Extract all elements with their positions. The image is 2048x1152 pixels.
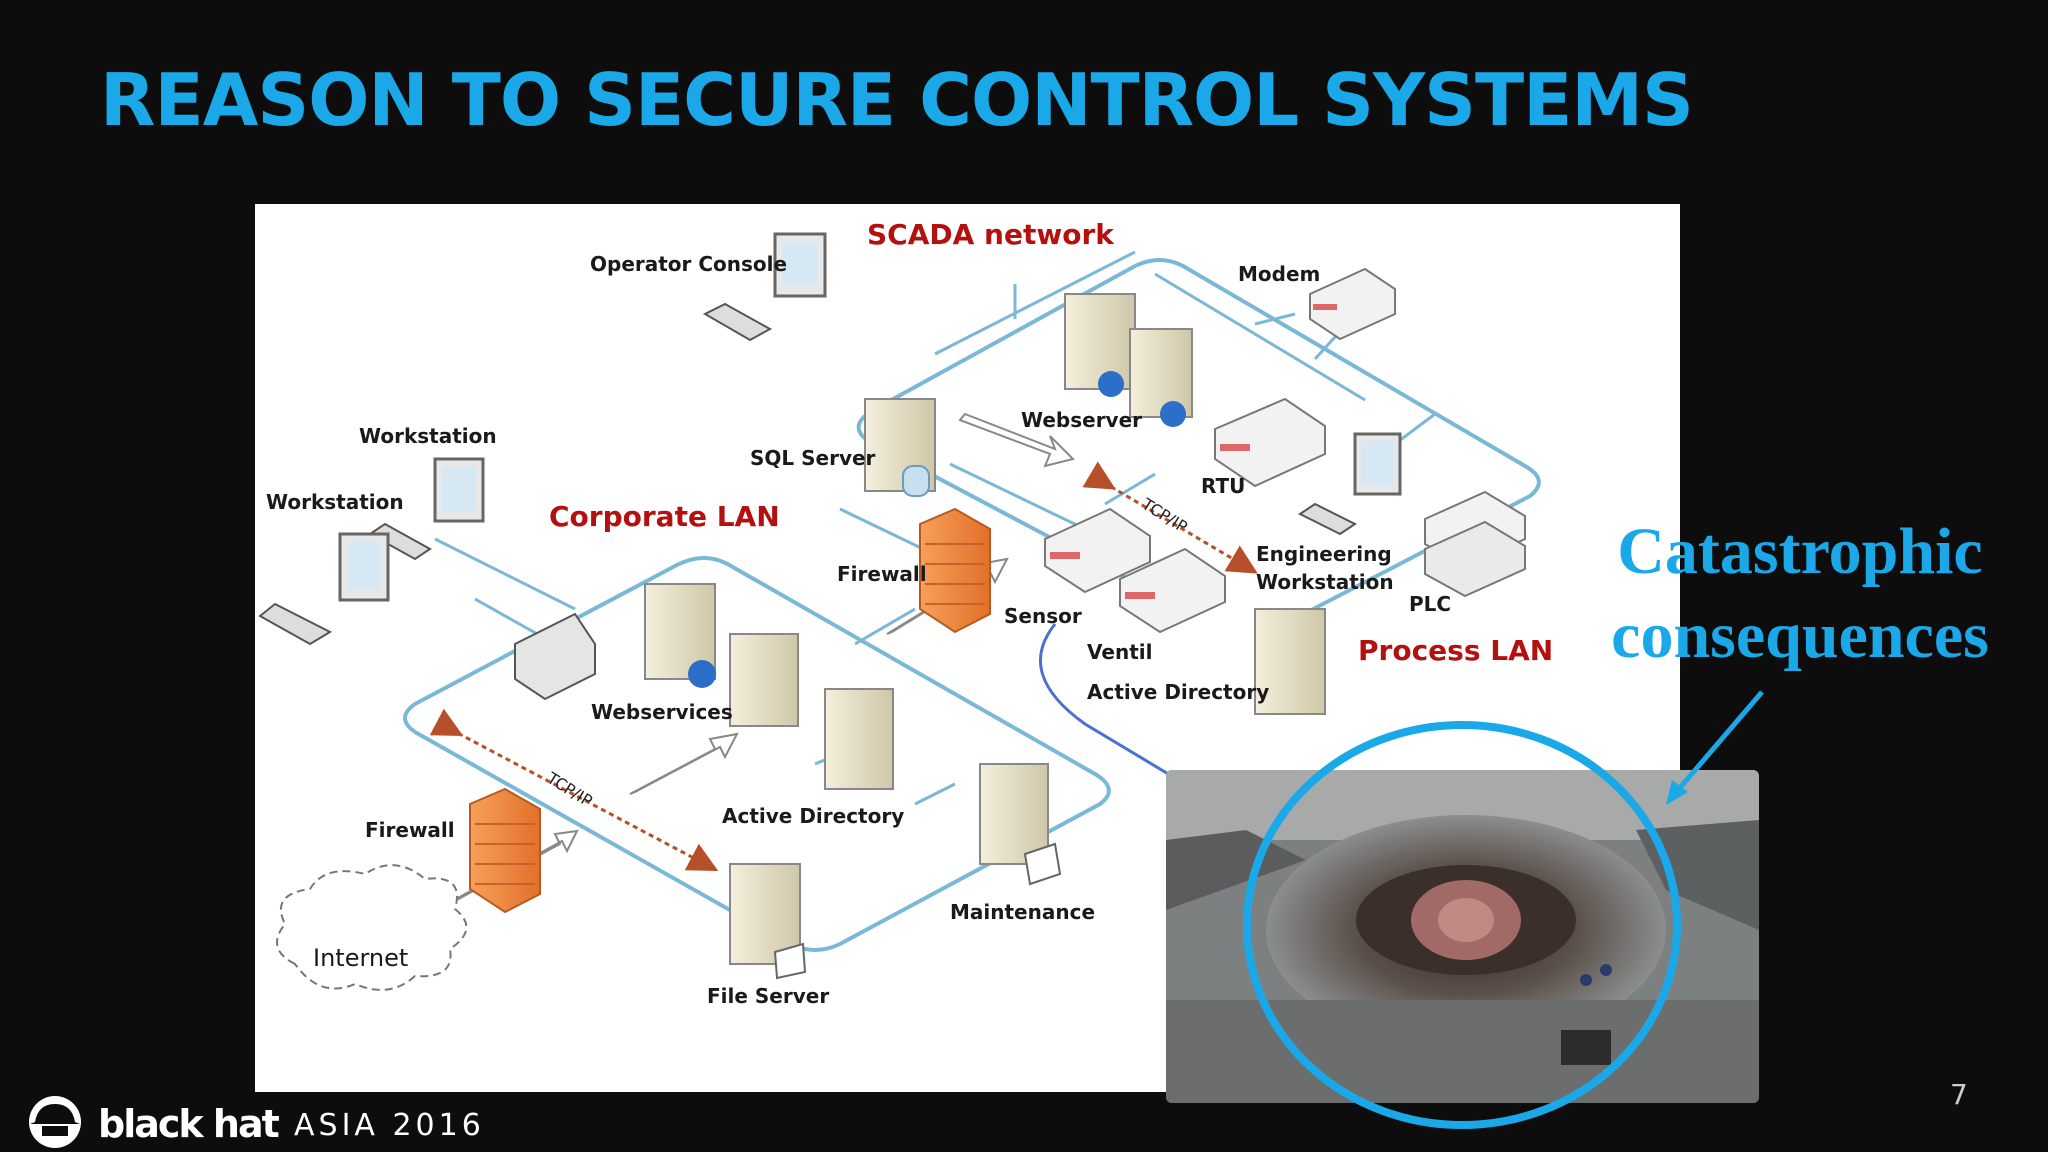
sensor-icon [1044, 507, 1151, 594]
active-directory-label: Active Directory [722, 804, 905, 828]
scada-network-diagram: SCADA network Corporate LAN Process LAN … [255, 204, 1680, 1092]
callout-text: Catastrophic consequences [1590, 510, 2010, 678]
firewall-label: Firewall [365, 818, 455, 842]
scada-network-label: SCADA network [867, 218, 1114, 251]
webservices-icon [644, 583, 716, 688]
plc-icon [1424, 490, 1526, 598]
ventil-icon [1119, 547, 1226, 634]
modem-label: Modem [1238, 262, 1321, 286]
plc-label: PLC [1409, 592, 1452, 616]
maintenance-label: Maintenance [950, 900, 1096, 924]
page-number: 7 [1950, 1078, 1968, 1111]
rtu-label: RTU [1201, 474, 1246, 498]
printer-icon [514, 612, 596, 701]
operator-console-icon [702, 232, 827, 342]
callout-line-1: Catastrophic [1617, 515, 1983, 588]
black-hat-logo-icon [29, 1096, 81, 1148]
sql-server-label: SQL Server [750, 446, 876, 470]
active-directory-process-icon [1254, 608, 1326, 715]
workstation-label: Workstation [266, 490, 404, 514]
modem-icon [1309, 267, 1396, 341]
process-lan-label: Process LAN [1358, 634, 1554, 667]
maintenance-icon [979, 763, 1062, 886]
network-lines [258, 232, 1541, 991]
rtu-icon [1214, 397, 1326, 488]
engineering-workstation-label: Engineering [1256, 542, 1392, 566]
file-server-icon [729, 863, 807, 980]
active-directory-label: Active Directory [1087, 680, 1270, 704]
workstation-icon [258, 532, 390, 646]
operator-console-label: Operator Console [590, 252, 788, 276]
file-server-label: File Server [707, 984, 830, 1008]
firewall-corporate-icon [469, 787, 541, 914]
ventil-label: Ventil [1087, 640, 1153, 664]
engineering-workstation-icon [1298, 432, 1402, 536]
workstation-label: Workstation [359, 424, 497, 448]
disaster-photo [1166, 770, 1759, 1103]
internet-label: Internet [313, 944, 409, 972]
sensor-label: Sensor [1004, 604, 1082, 628]
slide-title: REASON TO SECURE CONTROL SYSTEMS [100, 58, 1694, 142]
webserver-icon [1064, 293, 1193, 427]
internet-cloud-icon [276, 864, 468, 991]
webservices-label: Webservices [591, 700, 733, 724]
event-name: ASIA 2016 [294, 1108, 485, 1143]
active-directory-corporate-icon [729, 633, 894, 790]
brand-logo-text: black hat [98, 1102, 280, 1146]
engineering-workstation-label: Workstation [1256, 570, 1394, 594]
corporate-lan-label: Corporate LAN [549, 500, 780, 533]
firewall-scada-icon [919, 507, 991, 634]
sql-server-icon [864, 398, 936, 497]
webserver-label: Webserver [1021, 408, 1143, 432]
callout-line-2: consequences [1611, 599, 1989, 672]
firewall-label: Firewall [837, 562, 927, 586]
